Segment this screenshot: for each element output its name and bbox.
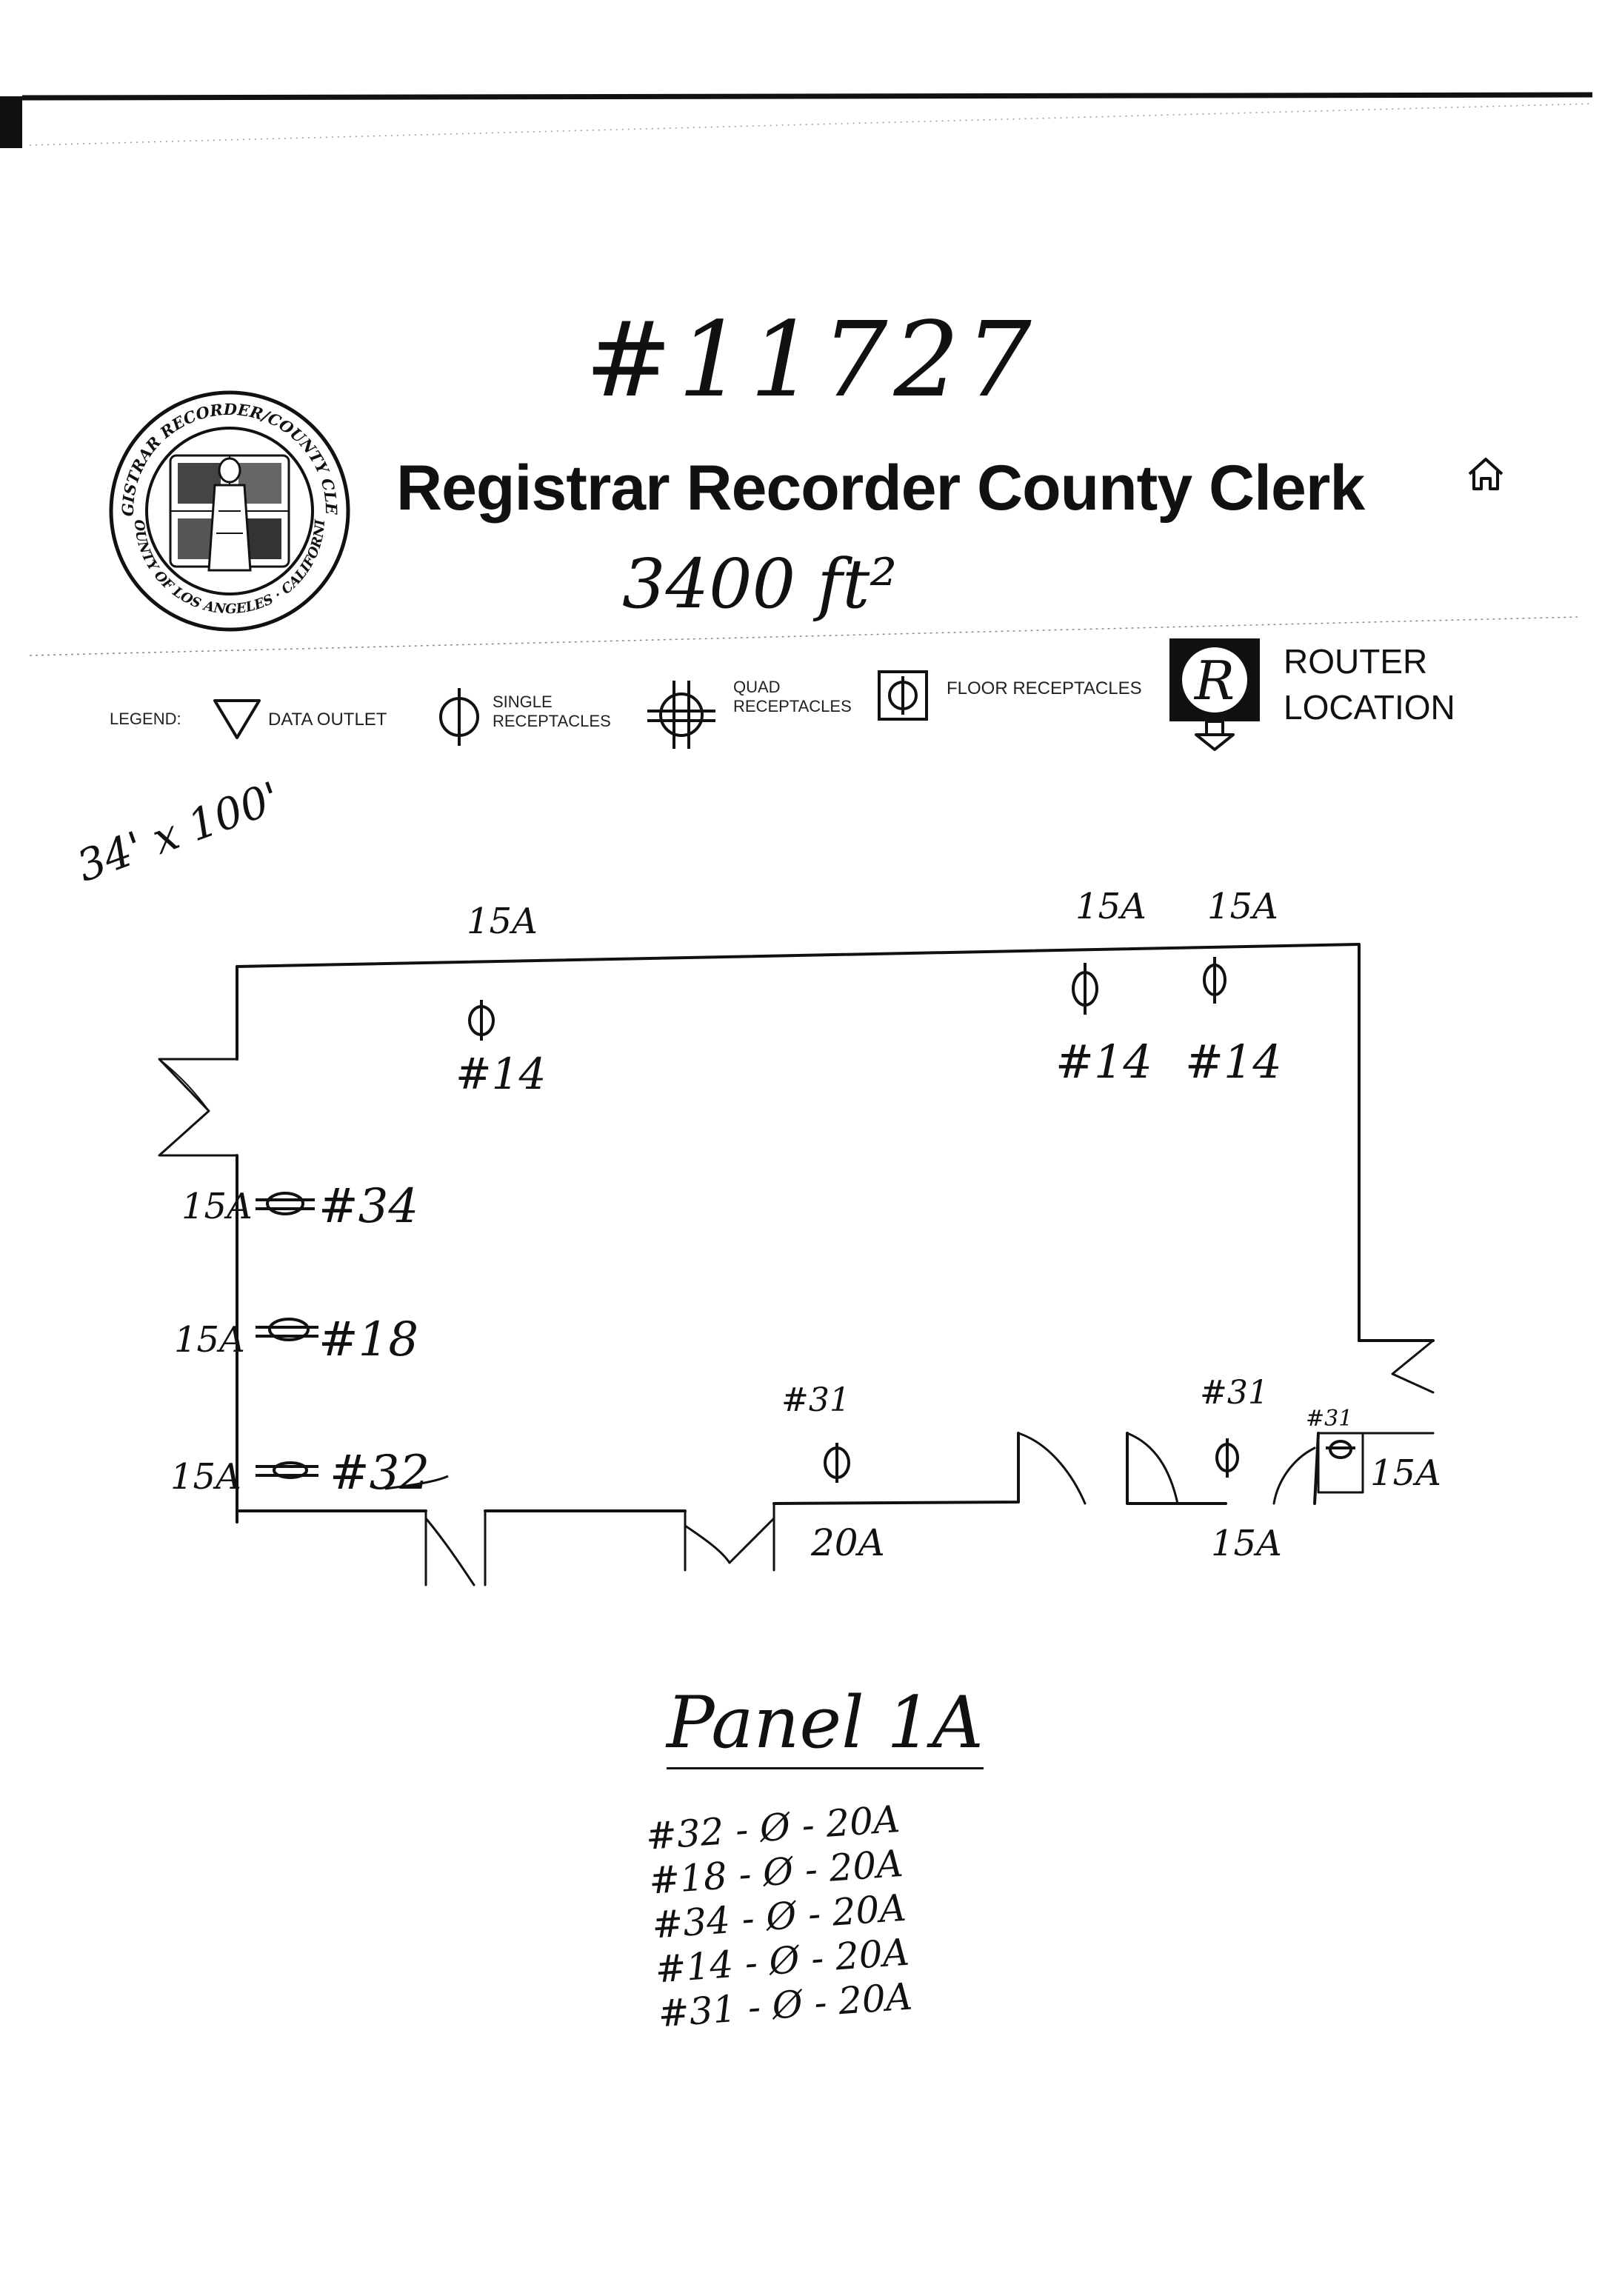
home-icon[interactable]	[1465, 453, 1506, 495]
left-3-amp: 15A	[170, 1456, 241, 1498]
receptacle-bottom-2	[1215, 1438, 1239, 1478]
receptacle-top-3	[1203, 957, 1226, 1004]
legend-data-outlet: DATA OUTLET	[268, 710, 387, 730]
reference-number: #11727	[585, 300, 1038, 421]
left-1-circuit: #34	[318, 1179, 418, 1234]
legend-router-location: ROUTER LOCATION	[1284, 638, 1455, 730]
bottom-2-circuit: #31	[1200, 1374, 1269, 1412]
single-receptacle-icon	[439, 688, 479, 746]
top-receptacles	[468, 957, 1226, 1041]
left-3-circuit: #32	[330, 1446, 430, 1501]
legend-single-receptacles: SINGLE RECEPTACLES	[493, 693, 611, 731]
door-bottom-1	[424, 1509, 487, 1586]
quad-receptacle-icon	[647, 681, 715, 749]
top-1-circuit: #14	[455, 1049, 546, 1099]
receptacle-left-2	[256, 1318, 318, 1341]
left-2-circuit: #18	[318, 1312, 418, 1367]
bottom-receptacles	[824, 1438, 1355, 1483]
door-right	[1358, 1339, 1435, 1394]
panel-title: Panel 1A	[667, 1681, 984, 1769]
router-location-icon: R	[1169, 638, 1260, 751]
wall-top	[236, 943, 1361, 1342]
top-3-circuit: #14	[1185, 1035, 1282, 1089]
door-bottom-3	[1017, 1432, 1087, 1505]
left-1-amp: 15A	[181, 1186, 253, 1227]
door-bottom-2	[684, 1502, 775, 1572]
door-bottom-4	[1126, 1432, 1179, 1505]
legend-quad-line1: QUAD	[733, 678, 781, 696]
floor-box	[1317, 1432, 1364, 1494]
top-2-circuit: #14	[1055, 1035, 1152, 1089]
data-outlet-icon	[213, 699, 261, 739]
left-receptacles	[256, 1192, 318, 1479]
legend-single-line2: RECEPTACLES	[493, 712, 611, 730]
top-2-amp: 15A	[1075, 886, 1147, 927]
receptacle-left-3	[256, 1461, 318, 1479]
door-left	[158, 1058, 238, 1157]
receptacle-bottom-3	[1326, 1440, 1355, 1459]
panel-circuits: #32 - Ø - 20A #18 - Ø - 20A #34 - Ø - 20…	[644, 1797, 914, 2036]
legend-router-line2: LOCATION	[1284, 688, 1455, 727]
bottom-1-circuit: #31	[781, 1381, 850, 1419]
floor-plan: 15A #14 15A #14 15A #14 15A #34 15A #18 …	[158, 886, 1441, 1586]
floor-area: 3400 ft²	[622, 544, 898, 624]
legend-quad-receptacles: QUAD RECEPTACLES	[733, 678, 852, 716]
page-title: Registrar Recorder County Clerk	[396, 453, 1365, 524]
county-seal-icon: REGISTRAR RECORDER/COUNTY CLERK COUNTY O…	[104, 385, 350, 632]
legend-quad-line2: RECEPTACLES	[733, 697, 852, 715]
receptacle-bottom-1	[824, 1443, 850, 1483]
top-1-amp: 15A	[467, 901, 538, 942]
bottom-1-amp: 20A	[810, 1521, 885, 1564]
receptacle-left-1	[256, 1192, 315, 1215]
receptacle-top-1	[468, 1000, 495, 1041]
legend-router-line1: ROUTER	[1284, 642, 1428, 681]
router-symbol: R	[1193, 650, 1235, 712]
bottom-3-amp: 15A	[1370, 1452, 1441, 1494]
scan-border	[0, 92, 1593, 148]
left-2-amp: 15A	[174, 1319, 245, 1361]
bottom-2-amp: 15A	[1211, 1523, 1282, 1564]
legend-single-line1: SINGLE	[493, 693, 553, 711]
legend-floor-receptacles: FLOOR RECEPTACLES	[947, 678, 1142, 698]
top-3-amp: 15A	[1207, 886, 1278, 927]
wall-bottom	[236, 1432, 1320, 1512]
receptacle-top-2	[1072, 963, 1098, 1015]
floor-receptacle-icon	[878, 670, 928, 721]
bottom-3-circuit: #31	[1306, 1406, 1352, 1432]
legend-label: LEGEND:	[110, 710, 181, 728]
door-bottom-5	[1272, 1446, 1316, 1505]
